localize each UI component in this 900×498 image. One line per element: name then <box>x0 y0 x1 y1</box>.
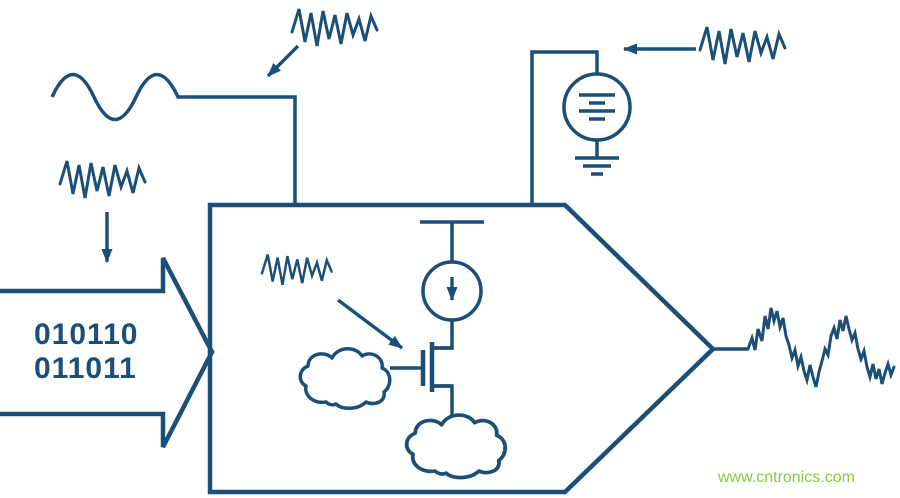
cloud-icon-left <box>298 346 392 411</box>
mosfet-icon <box>390 342 452 392</box>
output-waveform-icon <box>746 307 896 388</box>
arrow-icon-transistor-noise <box>336 298 404 350</box>
digital-input-arrow <box>0 256 215 449</box>
dac-pentagon <box>207 202 717 495</box>
battery-icon <box>579 93 615 121</box>
voltage-reference-icon <box>562 72 632 176</box>
cloud-icon-bottom <box>404 413 508 480</box>
watermark-text: www.cntronics.com <box>717 469 855 486</box>
drain-wire <box>432 320 454 350</box>
internal-circuit <box>260 220 508 480</box>
current-source-icon <box>421 260 483 322</box>
supply-rail <box>420 220 484 262</box>
noise-icon-digital <box>58 159 147 200</box>
ground-icon <box>575 156 619 176</box>
noise-icon-clock <box>290 7 379 48</box>
source-wire <box>432 384 454 420</box>
noise-icon-reference <box>698 25 787 66</box>
reference-wire <box>530 50 599 205</box>
arrow-icon-clock-noise <box>266 44 300 78</box>
noise-icon-transistor <box>260 253 333 287</box>
digital-bits-line2: 011011 <box>34 352 137 385</box>
sine-wave-icon <box>50 73 297 205</box>
digital-bits-line1: 010110 <box>34 318 138 351</box>
